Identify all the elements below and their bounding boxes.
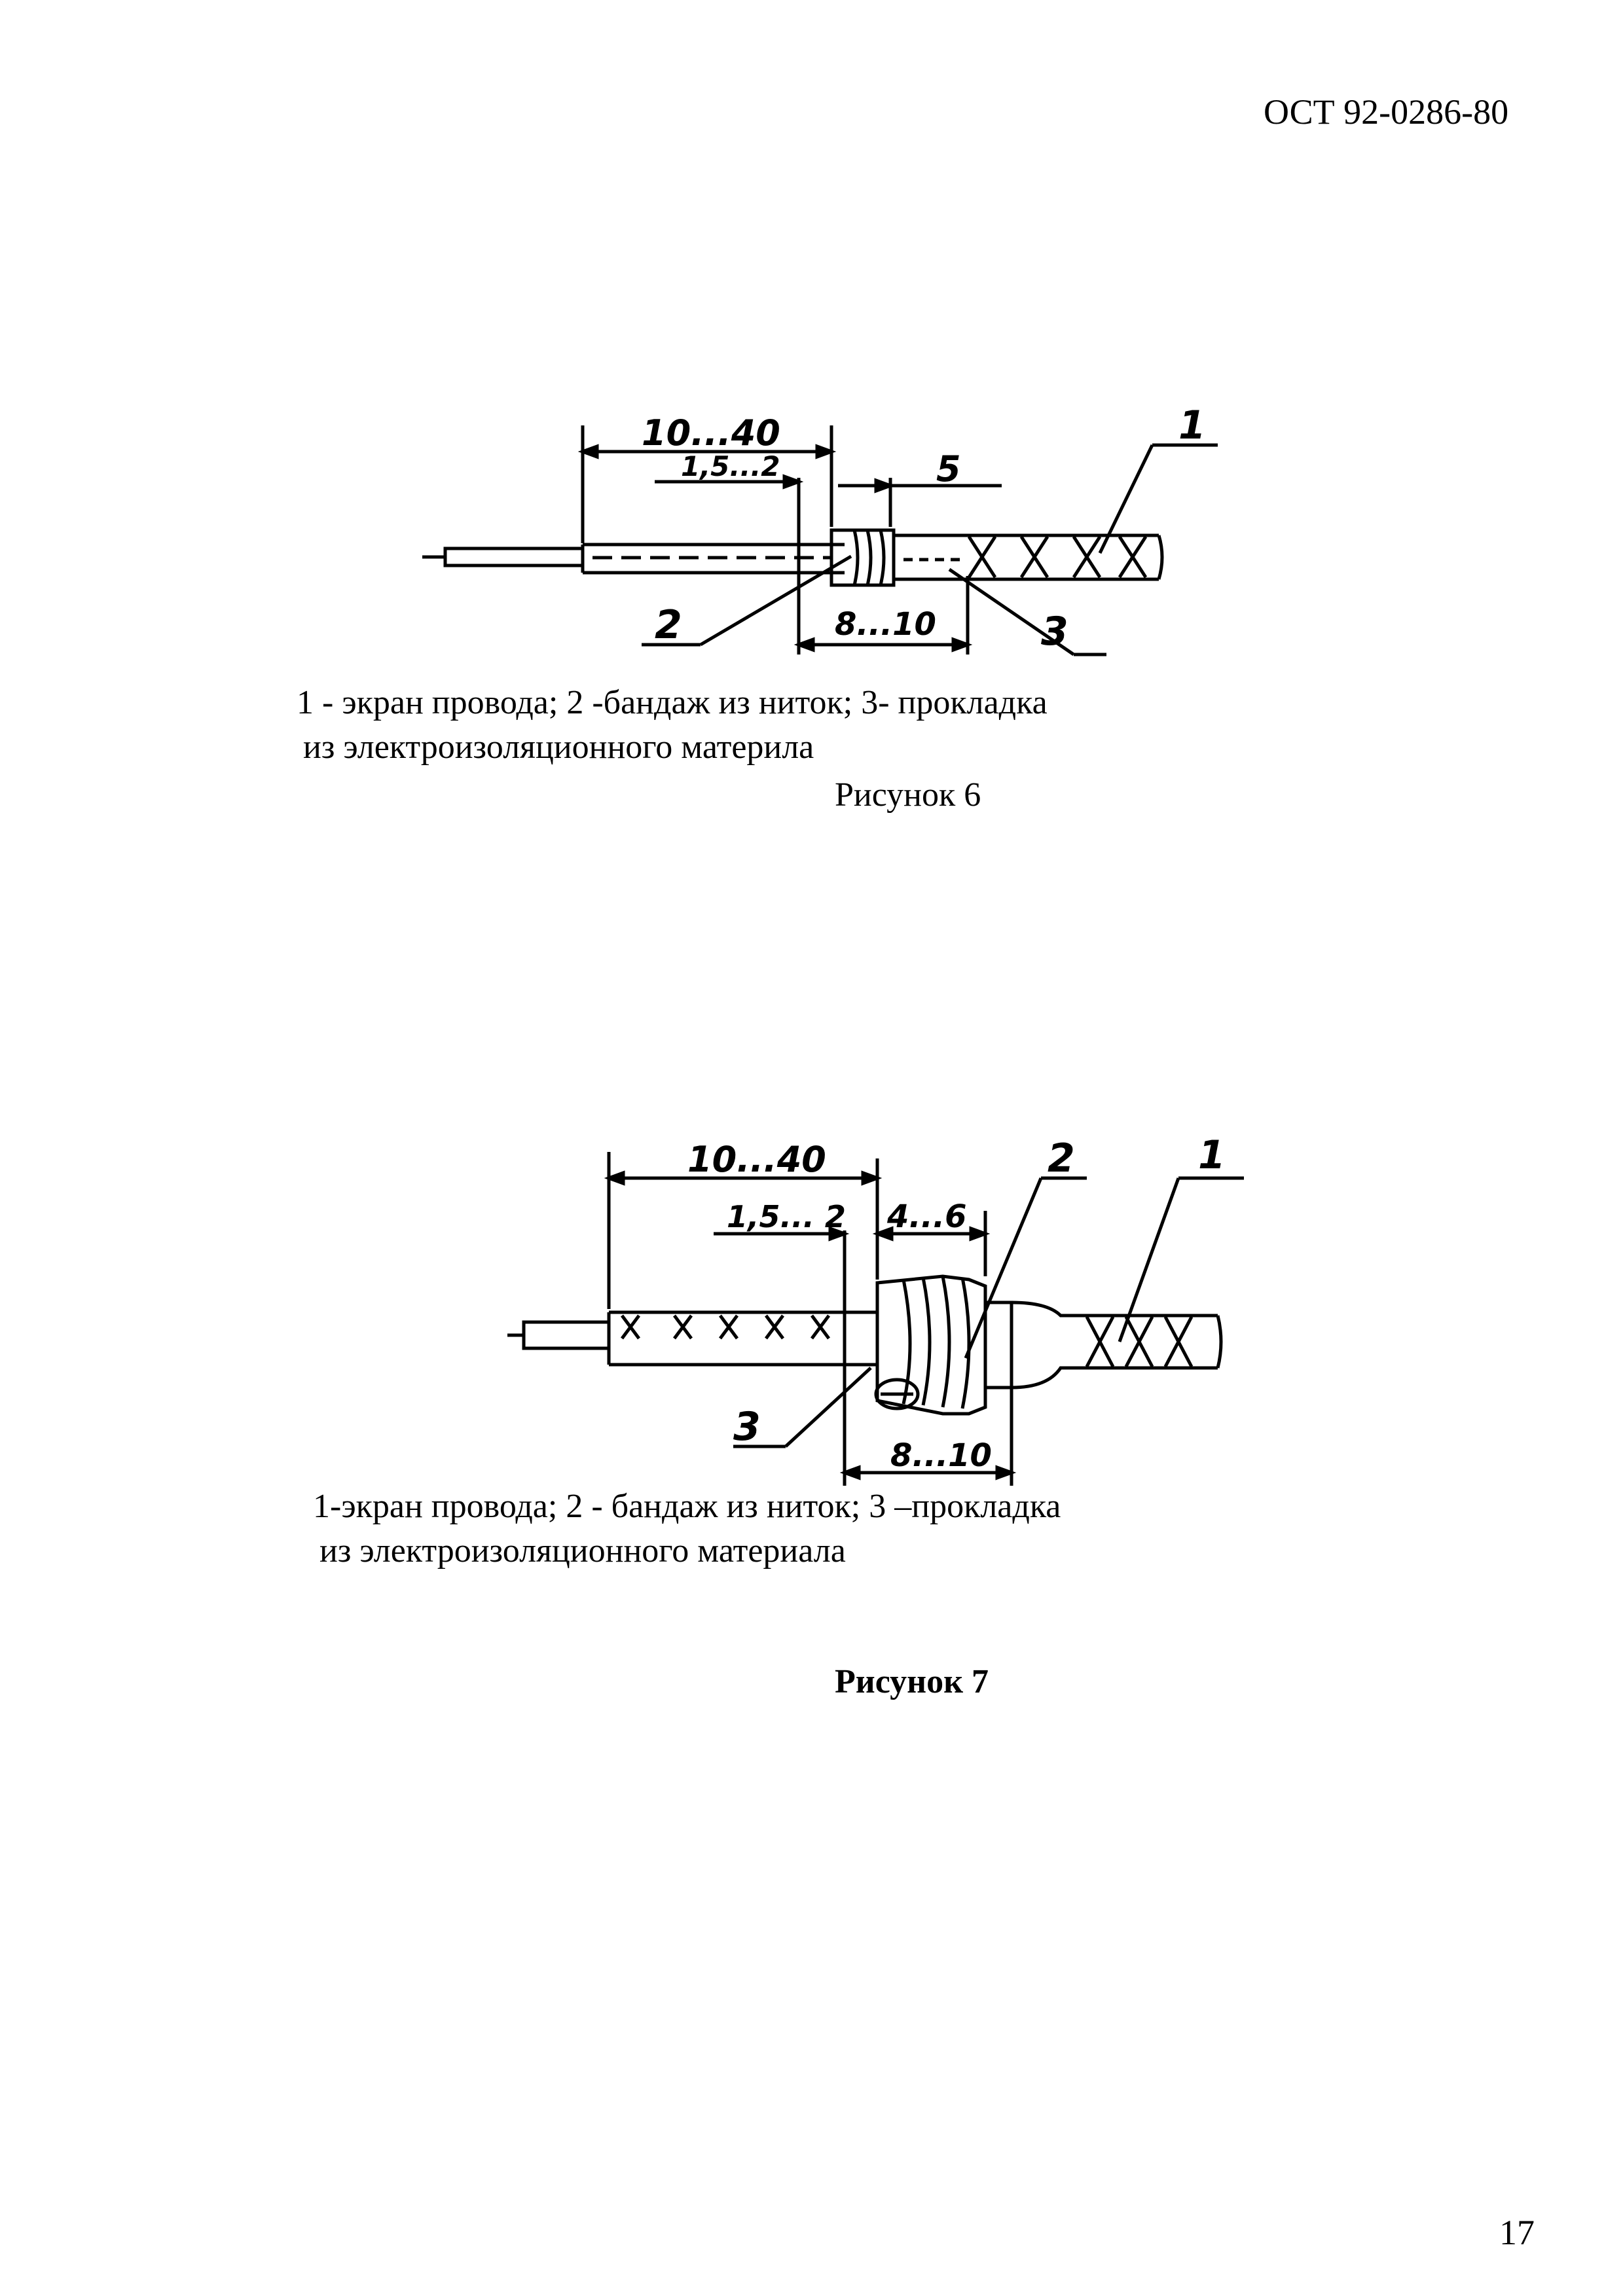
- fig7-dim-band: 8...10: [890, 1437, 992, 1474]
- fig6-dim-band: 8...10: [835, 606, 936, 643]
- page-number: 17: [1499, 2213, 1535, 2252]
- figure-7-caption-line1: 1-экран провода; 2 - бандаж из ниток; 3 …: [313, 1488, 1061, 1525]
- fig7-callout-1: 1: [1198, 1132, 1226, 1178]
- fig7-dim-overall: 10...40: [687, 1139, 826, 1180]
- fig6-dim-overall: 10...40: [642, 412, 780, 454]
- fig6-dim-gap: 5: [936, 448, 961, 490]
- fig7-callout-3: 3: [733, 1404, 761, 1450]
- fig6-callout-1: 1: [1178, 403, 1206, 448]
- fig7-dim-strip: 1,5... 2: [727, 1199, 846, 1234]
- document-code: ОСТ 92-0286-80: [1264, 92, 1509, 132]
- figure-6-title: Рисунок 6: [835, 776, 981, 814]
- fig6-callout-3: 3: [1041, 609, 1068, 655]
- fig7-dim-gap: 4...6: [886, 1198, 967, 1235]
- fig7-callout-2: 2: [1048, 1136, 1075, 1181]
- fig6-callout-2: 2: [655, 602, 682, 648]
- figure-6-caption-line2: из электроизоляционного материла: [303, 728, 814, 766]
- fig6-dim-strip: 1,5...2: [681, 450, 780, 482]
- figure-7-title: Рисунок 7: [835, 1663, 989, 1700]
- figure-7-caption-line2: из электроизоляционного материала: [319, 1532, 846, 1570]
- figure-6-caption-line1: 1 - экран провода; 2 -бандаж из ниток; 3…: [297, 684, 1048, 721]
